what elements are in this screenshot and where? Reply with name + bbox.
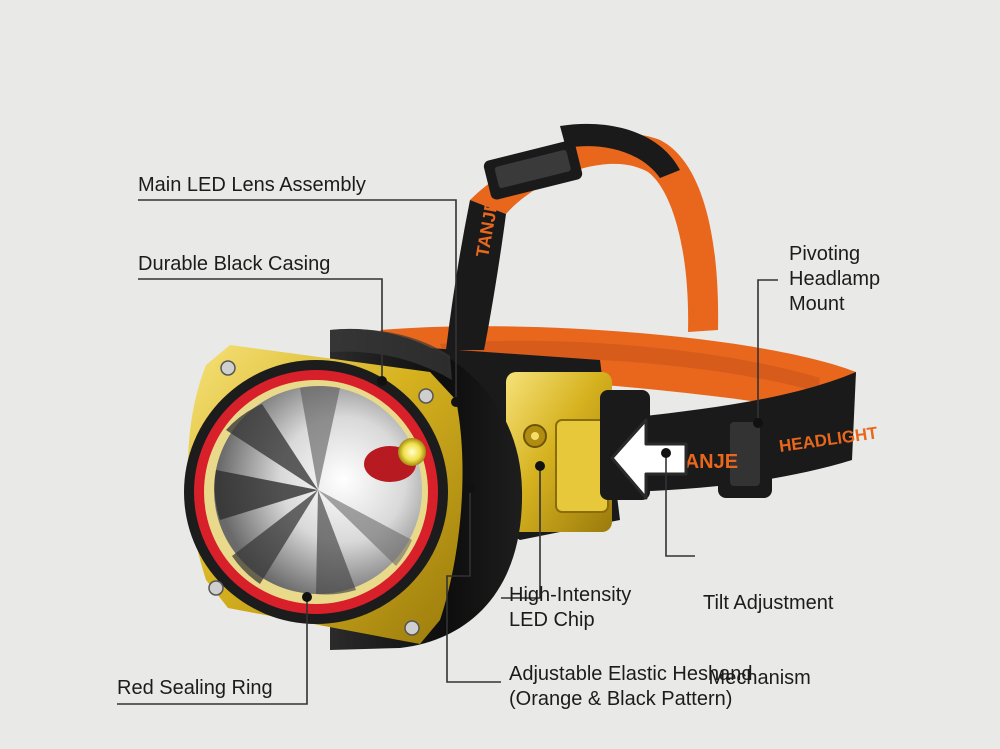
- label-tilt-line-2: Mechanism: [703, 667, 811, 689]
- screw-icon: [208, 580, 224, 596]
- leader-ring: [117, 597, 308, 705]
- leader-pivot: [757, 279, 778, 423]
- screw-icon: [220, 360, 236, 376]
- label-chip-line-2: LED Chip: [509, 609, 595, 631]
- label-band-line-2: (Orange & Black Pattern): [509, 688, 733, 710]
- led-chip: [398, 438, 426, 466]
- screw-icon: [418, 388, 434, 404]
- strap-brand-text-2: TANJE: [674, 451, 738, 473]
- main-lens: [214, 386, 426, 595]
- label-chip-line-1: High-Intensity: [509, 584, 632, 606]
- label-casing-text: Durable Black Casing: [138, 253, 331, 275]
- label-ring: Red Sealing Ring: [117, 676, 273, 701]
- label-band-line-1: Adjustable Elastic Heshand: [509, 663, 753, 685]
- label-pivot-line-3: Mount: [789, 293, 845, 315]
- label-band: Adjustable Elastic Heshand (Orange & Bla…: [509, 662, 752, 712]
- label-ring-text: Red Sealing Ring: [117, 677, 273, 699]
- label-tilt-line-1: Tilt Adjustment: [703, 592, 834, 614]
- leader-casing: [138, 278, 383, 381]
- label-main-lens: Main LED Lens Assembly: [138, 173, 366, 198]
- label-pivot-line-1: Pivoting: [789, 243, 861, 265]
- leader-band: [446, 488, 501, 683]
- leader-dots: [302, 376, 763, 602]
- leader-tilt: [665, 453, 695, 557]
- screw-icon: [404, 620, 420, 636]
- leader-main-lens: [138, 199, 457, 402]
- label-tilt: Tilt Adjustment Mechanism: [703, 541, 833, 716]
- leader-chip: [501, 466, 541, 599]
- label-main-lens-text: Main LED Lens Assembly: [138, 174, 366, 196]
- leader-lines: [117, 199, 778, 705]
- label-pivot-line-2: Headlamp: [789, 268, 881, 290]
- label-chip: High-Intensity LED Chip: [509, 583, 631, 633]
- tilt-arrow: [610, 418, 688, 500]
- label-casing: Durable Black Casing: [138, 252, 330, 277]
- label-pivot: Pivoting Headlamp Mount: [789, 242, 880, 317]
